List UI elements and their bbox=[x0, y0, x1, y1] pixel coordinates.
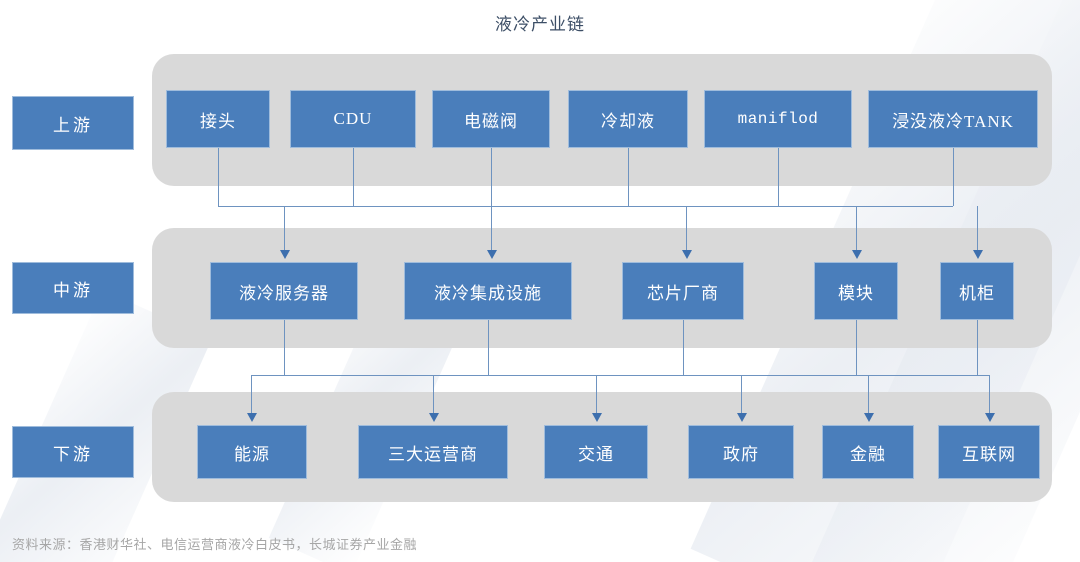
arrowhead-downstream-3 bbox=[592, 413, 602, 422]
arrowhead-downstream-5 bbox=[864, 413, 874, 422]
source-note: 资料来源：香港财华社、电信运营商液冷白皮书，长城证券产业金融 bbox=[12, 537, 418, 552]
node-upstream-1[interactable]: 接头 bbox=[166, 90, 270, 148]
node-upstream-2[interactable]: CDU bbox=[290, 90, 416, 148]
tier-label-upstream: 上游 bbox=[12, 96, 134, 150]
connector-upstream-5 bbox=[778, 148, 779, 206]
node-upstream-6[interactable]: 浸没液冷TANK bbox=[868, 90, 1038, 148]
connector-to-downstream-5 bbox=[868, 375, 869, 415]
node-upstream-4[interactable]: 冷却液 bbox=[568, 90, 688, 148]
connector-upstream-6 bbox=[953, 148, 954, 206]
node-downstream-1[interactable]: 能源 bbox=[197, 425, 307, 479]
node-downstream-6[interactable]: 互联网 bbox=[938, 425, 1040, 479]
connector-midstream-2 bbox=[488, 320, 489, 375]
connector-to-midstream-5 bbox=[977, 206, 978, 252]
connector-midstream-5 bbox=[977, 320, 978, 375]
arrowhead-midstream-1 bbox=[280, 250, 290, 259]
arrowhead-downstream-6 bbox=[985, 413, 995, 422]
connector-upstream-3 bbox=[491, 148, 492, 206]
node-midstream-1[interactable]: 液冷服务器 bbox=[210, 262, 358, 320]
node-downstream-2[interactable]: 三大运营商 bbox=[358, 425, 508, 479]
connector-to-downstream-3 bbox=[596, 375, 597, 415]
connector-to-midstream-1 bbox=[284, 206, 285, 252]
connector-upstream-2 bbox=[353, 148, 354, 206]
connector-upstream-1 bbox=[218, 148, 219, 206]
connector-midstream-1 bbox=[284, 320, 285, 375]
connector-to-downstream-1 bbox=[251, 375, 252, 415]
node-midstream-5[interactable]: 机柜 bbox=[940, 262, 1014, 320]
node-downstream-5[interactable]: 金融 bbox=[822, 425, 914, 479]
tier-label-midstream: 中游 bbox=[12, 262, 134, 314]
connector-to-downstream-6 bbox=[989, 375, 990, 415]
connector-midstream-3 bbox=[683, 320, 684, 375]
connector-to-midstream-2 bbox=[491, 206, 492, 252]
node-upstream-5[interactable]: maniflod bbox=[704, 90, 852, 148]
connector-to-midstream-3 bbox=[686, 206, 687, 252]
arrowhead-downstream-2 bbox=[429, 413, 439, 422]
connector-bus-upper bbox=[218, 206, 953, 207]
node-midstream-4[interactable]: 模块 bbox=[814, 262, 898, 320]
arrowhead-midstream-2 bbox=[487, 250, 497, 259]
connector-bus-lower bbox=[251, 375, 989, 376]
connector-to-downstream-2 bbox=[433, 375, 434, 415]
node-downstream-4[interactable]: 政府 bbox=[688, 425, 794, 479]
node-midstream-2[interactable]: 液冷集成设施 bbox=[404, 262, 572, 320]
arrowhead-midstream-5 bbox=[973, 250, 983, 259]
node-upstream-3[interactable]: 电磁阀 bbox=[432, 90, 550, 148]
chart-title: 液冷产业链 bbox=[495, 15, 585, 34]
arrowhead-downstream-1 bbox=[247, 413, 257, 422]
node-downstream-3[interactable]: 交通 bbox=[544, 425, 648, 479]
connector-upstream-4 bbox=[628, 148, 629, 206]
node-midstream-3[interactable]: 芯片厂商 bbox=[622, 262, 744, 320]
connector-to-midstream-4 bbox=[856, 206, 857, 252]
arrowhead-midstream-3 bbox=[682, 250, 692, 259]
connector-to-downstream-4 bbox=[741, 375, 742, 415]
connector-midstream-4 bbox=[856, 320, 857, 375]
tier-label-downstream: 下游 bbox=[12, 426, 134, 478]
arrowhead-midstream-4 bbox=[852, 250, 862, 259]
arrowhead-downstream-4 bbox=[737, 413, 747, 422]
